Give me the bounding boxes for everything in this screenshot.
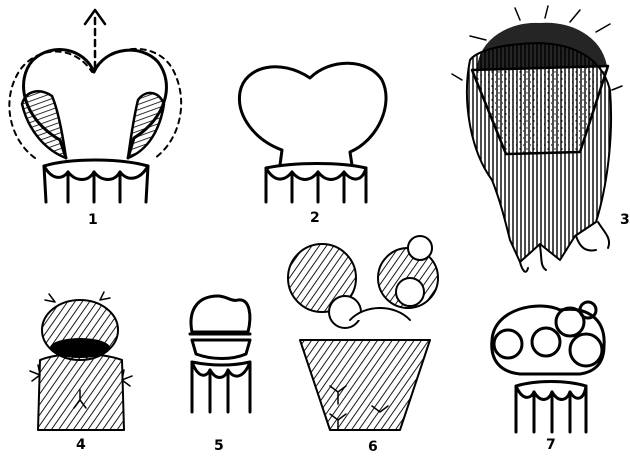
- head-top-right: [408, 236, 432, 260]
- column-stock: [38, 354, 124, 430]
- panel-4-small-grafted-cactus: [30, 292, 132, 430]
- rootstock: [516, 382, 586, 433]
- scion-cap: [191, 296, 250, 332]
- rootstock: [44, 160, 148, 202]
- panel-2-joined-heart: [239, 63, 386, 202]
- offset-circle-1: [494, 330, 522, 358]
- panel-3-grafted-cactus-sketch: [452, 6, 622, 272]
- panel-label-3: 3: [620, 212, 630, 228]
- offset-circle-2: [532, 328, 560, 356]
- panel-label-4: 4: [76, 437, 86, 453]
- circle-cluster-outline: [492, 306, 604, 374]
- head-small-right: [396, 278, 424, 306]
- scion-head: [478, 24, 606, 68]
- panel-5-flat-graft: [190, 296, 250, 412]
- panel-7-circles-graft: [492, 302, 604, 432]
- hatched-cut-left: [22, 91, 66, 158]
- offset-circle-4: [570, 334, 602, 366]
- panel-label-5: 5: [214, 438, 224, 454]
- rootstock: [266, 164, 366, 203]
- panel-label-6: 6: [368, 439, 378, 455]
- panel-label-1: 1: [88, 212, 98, 228]
- stock-body: [300, 340, 430, 430]
- joined-scion-outline: [239, 63, 386, 165]
- graft-union: [192, 340, 250, 359]
- panel-label-2: 2: [310, 210, 320, 226]
- panel-6-multi-head-graft: [288, 236, 438, 430]
- hatched-cut-right: [128, 93, 164, 158]
- panel-1-heart-scion: [9, 10, 181, 202]
- panel-label-7: 7: [546, 437, 556, 453]
- rootstock: [192, 362, 250, 412]
- head-small-center: [329, 296, 361, 328]
